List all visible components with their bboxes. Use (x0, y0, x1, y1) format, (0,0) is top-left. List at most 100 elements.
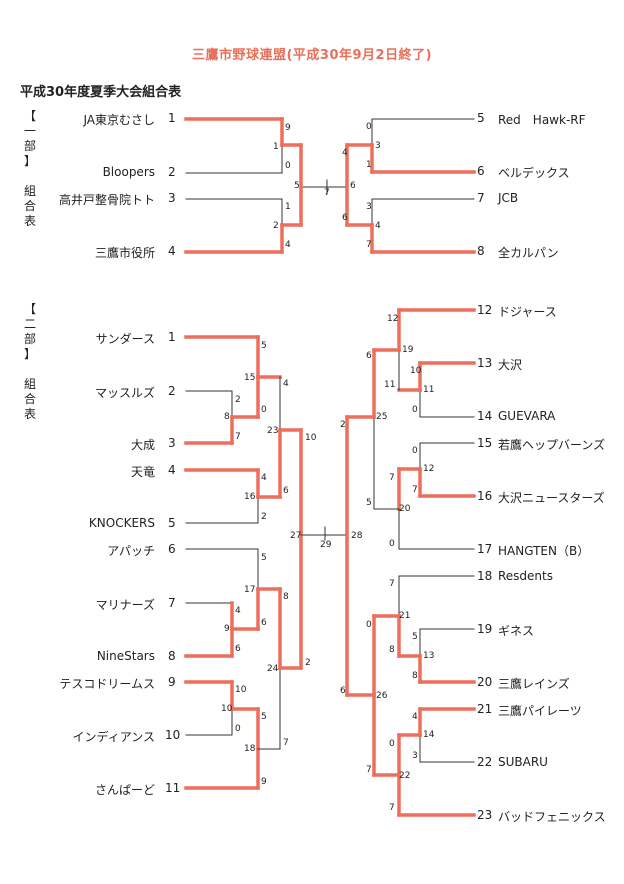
score: 7 (389, 803, 395, 813)
team-name: Resdents (498, 569, 553, 583)
score: 6 (350, 181, 356, 191)
division2-label-line: 表 (23, 407, 36, 421)
team-name: Bloopers (102, 165, 155, 179)
score: 12 (387, 314, 399, 324)
team-name: 全カルパン (498, 246, 559, 260)
score: 6 (235, 644, 241, 654)
score: 4 (285, 240, 291, 250)
team-seed: 20 (477, 675, 493, 689)
team-name: マッスルズ (94, 386, 155, 400)
score: 0 (235, 724, 241, 734)
team-name: 大沢ニュースターズ (498, 491, 605, 505)
score: 4 (375, 221, 381, 231)
team-seed: 9 (168, 675, 176, 689)
team-name: 大成 (130, 438, 155, 452)
team-seed: 14 (477, 409, 493, 423)
team-name: テスコドリームス (59, 677, 155, 691)
score: 2 (235, 395, 241, 405)
division1-label-line: 合 (23, 199, 36, 213)
score: 1 (366, 160, 372, 170)
team-seed: 1 (168, 111, 176, 125)
score: 28 (351, 531, 363, 541)
team-seed: 22 (477, 755, 493, 769)
score: 7 (366, 765, 372, 775)
division1-label-line: 】 (23, 154, 36, 168)
score: 18 (244, 744, 256, 754)
division2-label: 【 二 部 】 組 合 表 (22, 302, 38, 422)
team-seed: 8 (477, 244, 485, 258)
team-name: GUEVARA (498, 409, 556, 423)
division1-label: 【 一 部 】 組 合 表 (22, 109, 38, 229)
team-name: HANGTEN（B） (498, 544, 590, 558)
score: 7 (389, 473, 395, 483)
page-title: 三鷹市野球連盟(平成30年9月2日終了) (191, 48, 433, 63)
team-seed: 23 (477, 808, 493, 822)
score: 11 (384, 380, 396, 390)
team-seed: 6 (168, 542, 176, 556)
score: 0 (389, 739, 395, 749)
division1-label-line: 部 (23, 139, 36, 153)
team-name: サンダース (95, 332, 155, 346)
score: 3 (375, 141, 381, 151)
score: 6 (340, 686, 346, 696)
team-seed: 11 (165, 781, 181, 795)
score: 25 (376, 412, 388, 422)
score: 3 (412, 751, 418, 761)
score: 10 (305, 433, 317, 443)
score: 6 (342, 213, 348, 223)
score: 6 (261, 618, 267, 628)
team-name: ベルデックス (498, 166, 570, 180)
score: 7 (235, 432, 241, 442)
team-name: Red Hawk-RF (498, 113, 586, 127)
score: 22 (399, 771, 411, 781)
score: 9 (224, 624, 230, 634)
team-seed: 12 (477, 303, 493, 317)
score: 6 (366, 351, 372, 361)
team-seed: 7 (168, 596, 176, 610)
score: 8 (389, 645, 395, 655)
division2-label-line: 】 (23, 347, 36, 361)
team-name: バッドフェニックス (498, 810, 606, 824)
score: 5 (261, 712, 267, 722)
score: 10 (235, 685, 247, 695)
score: 24 (267, 664, 279, 674)
team-seed: 19 (477, 622, 493, 636)
team-name: インディアンス (72, 730, 155, 744)
division1-label-line: 【 (23, 109, 36, 123)
team-seed: 2 (168, 165, 176, 179)
score: 0 (285, 161, 291, 171)
score: 20 (399, 504, 411, 514)
score: 5 (261, 553, 267, 563)
team-name: さんぱーど (94, 783, 155, 797)
score: 10 (221, 704, 233, 714)
team-name: 若鷹ヘップバーンズ (498, 438, 606, 452)
team-name: ドジャース (498, 305, 557, 319)
team-seed: 4 (168, 463, 176, 477)
team-seed: 10 (165, 728, 181, 742)
team-seed: 3 (168, 191, 176, 205)
team-name: 天竜 (130, 465, 155, 479)
team-seed: 13 (477, 356, 493, 370)
team-name: SUBARU (498, 755, 548, 769)
score: 0 (412, 446, 418, 456)
team-seed: 5 (477, 111, 485, 125)
team-name: 三鷹パイレーツ (498, 704, 582, 718)
score: 14 (423, 730, 435, 740)
team-seed: 8 (168, 649, 176, 663)
team-name: アパッチ (107, 544, 155, 558)
score: 7 (366, 240, 372, 250)
score: 1 (285, 202, 291, 212)
score: 4 (412, 712, 418, 722)
score: 9 (285, 123, 291, 133)
team-name: JCB (498, 191, 519, 205)
team-name: NineStars (96, 649, 155, 663)
team-name: KNOCKERS (88, 516, 155, 530)
score: 11 (423, 385, 435, 395)
score: 15 (244, 373, 256, 383)
division1-label-line: 組 (23, 184, 36, 198)
score: 8 (412, 671, 418, 681)
team-name: ギネス (498, 624, 535, 638)
score: 10 (410, 366, 422, 376)
division1-label-line: 表 (23, 214, 36, 228)
division2-label-line (22, 362, 38, 377)
